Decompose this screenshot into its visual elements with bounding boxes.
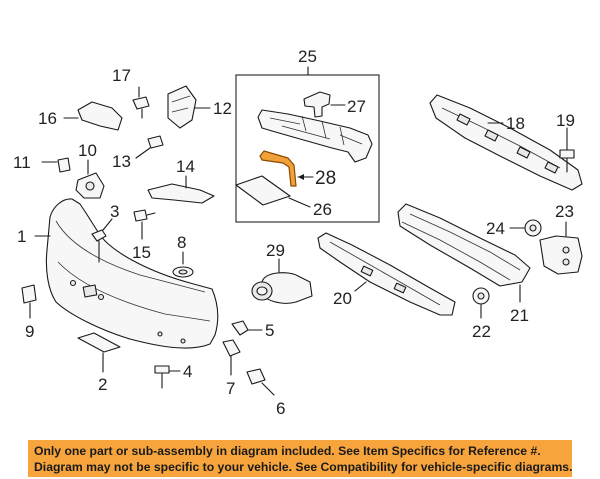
callout-3: 3 bbox=[110, 202, 119, 221]
part-22-nut bbox=[472, 287, 490, 319]
part-15-bolt bbox=[133, 209, 156, 240]
part-29-sensor bbox=[251, 258, 313, 304]
callout-11: 11 bbox=[13, 153, 31, 172]
part-1-bumper-cover bbox=[34, 198, 219, 349]
callout-4: 4 bbox=[183, 362, 192, 381]
callout-28-highlighted: 28 bbox=[315, 168, 336, 189]
part-6-screw bbox=[246, 368, 275, 396]
part-21-reinforcement bbox=[397, 203, 531, 303]
callout-25: 25 bbox=[298, 47, 317, 66]
callout-13: 13 bbox=[112, 152, 131, 171]
callout-labels: 1 2 3 4 5 6 7 8 9 10 11 12 13 14 15 16 1… bbox=[13, 47, 575, 418]
part-18-upper-bar bbox=[429, 94, 583, 191]
part-19-bolt bbox=[559, 127, 575, 173]
part-3-fastener bbox=[91, 218, 113, 263]
callout-20: 20 bbox=[333, 289, 352, 308]
callout-6: 6 bbox=[276, 399, 285, 418]
callout-14: 14 bbox=[176, 157, 195, 176]
part-14-bracket bbox=[147, 175, 215, 204]
disclaimer-line-1: Only one part or sub-assembly in diagram… bbox=[34, 444, 541, 458]
callout-17: 17 bbox=[112, 66, 131, 85]
part-26-pad bbox=[235, 175, 311, 208]
part-10-sensor-retainer bbox=[75, 159, 105, 199]
callout-18: 18 bbox=[506, 114, 525, 133]
part-28-highlighted-bracket bbox=[259, 150, 314, 187]
part-13-bolt bbox=[135, 135, 164, 159]
callout-8: 8 bbox=[177, 233, 186, 252]
part-27-clip bbox=[303, 91, 346, 118]
callout-5: 5 bbox=[265, 321, 274, 340]
callout-9: 9 bbox=[25, 322, 34, 341]
callout-1: 1 bbox=[17, 227, 26, 246]
part-12-bracket bbox=[167, 85, 211, 129]
part-11-clip bbox=[41, 157, 71, 173]
exploded-parts-diagram: 1 2 3 4 5 6 7 8 9 10 11 12 13 14 15 16 1… bbox=[13, 47, 583, 418]
part-16-bracket bbox=[63, 101, 123, 131]
callout-26: 26 bbox=[313, 200, 332, 219]
callout-10: 10 bbox=[78, 141, 97, 160]
part-2-strip bbox=[77, 332, 121, 373]
part-9-clip bbox=[21, 284, 37, 319]
part-24-nut bbox=[509, 219, 542, 237]
disclaimer-line-2: Diagram may not be specific to your vehi… bbox=[34, 460, 573, 474]
part-7-clip bbox=[222, 339, 241, 376]
callout-19: 19 bbox=[556, 111, 575, 130]
part-20-absorber bbox=[317, 232, 456, 316]
callout-16: 16 bbox=[38, 109, 57, 128]
part-23-bracket bbox=[539, 221, 583, 275]
part-5-bolt bbox=[231, 320, 263, 336]
part-17-bolt bbox=[132, 86, 150, 119]
callout-27: 27 bbox=[347, 97, 366, 116]
callout-23: 23 bbox=[555, 202, 574, 221]
disclaimer-banner: Only one part or sub-assembly in diagram… bbox=[28, 440, 572, 477]
callout-12: 12 bbox=[213, 99, 232, 118]
callout-21: 21 bbox=[510, 306, 529, 325]
callout-24: 24 bbox=[486, 219, 505, 238]
part-25-bracket bbox=[257, 109, 373, 163]
callout-22: 22 bbox=[472, 322, 491, 341]
callout-15: 15 bbox=[132, 243, 151, 262]
callout-7: 7 bbox=[226, 379, 235, 398]
callout-2: 2 bbox=[98, 375, 107, 394]
part-8-grommet bbox=[172, 251, 194, 278]
callout-29: 29 bbox=[266, 241, 285, 260]
part-4-bolt bbox=[154, 365, 181, 389]
